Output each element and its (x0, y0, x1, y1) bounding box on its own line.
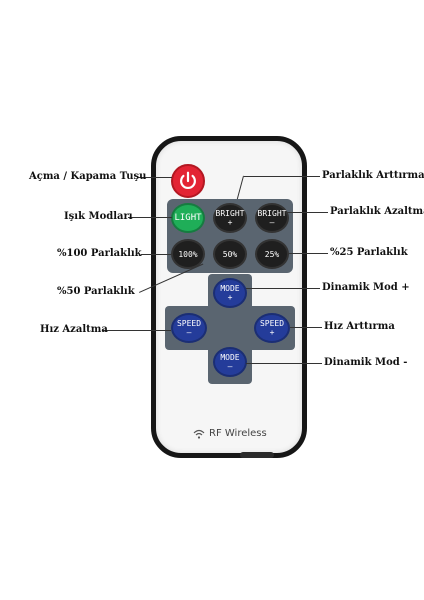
leader-line (246, 363, 322, 364)
bright-down-sign: – (269, 218, 275, 227)
label-mode-up: Dinamik Mod + (322, 282, 410, 293)
label-mode-down: Dinamik Mod - (324, 357, 408, 368)
bright-up-button[interactable]: BRIGHT + (213, 203, 247, 233)
label-brightness-50: %50 Parlaklık (57, 286, 135, 297)
rf-wireless-text: RF Wireless (209, 428, 267, 439)
label-light-modes: Işık Modları (64, 211, 133, 222)
rf-wireless-mark: RF Wireless (193, 428, 267, 439)
speed-down-sign: – (186, 328, 192, 337)
speed-up-label: SPEED (259, 319, 285, 328)
label-bright-up: Parlaklık Arttırma (322, 170, 424, 181)
light-button-label: LIGHT (174, 212, 202, 223)
wifi-icon (193, 429, 205, 439)
label-speed-up: Hız Arttırma (324, 321, 395, 332)
label-brightness-25: %25 Parlaklık (330, 247, 408, 258)
leader-line (138, 177, 172, 178)
leader-line (290, 327, 322, 328)
label-speed-down: Hız Azaltma (40, 324, 108, 335)
brightness-50-button[interactable]: 50% (213, 239, 247, 269)
leader-line (288, 253, 328, 254)
speed-up-button[interactable]: SPEED + (254, 313, 290, 343)
label-brightness-100: %100 Parlaklık (57, 248, 142, 259)
remote-notch (240, 452, 274, 458)
leader-line (103, 330, 171, 331)
leader-line (141, 254, 171, 255)
mode-up-button[interactable]: MODE + (213, 278, 247, 308)
label-bright-down: Parlaklık Azaltma (330, 206, 424, 217)
mode-down-label: MODE (220, 353, 240, 362)
bright-up-sign: + (227, 218, 233, 227)
light-button[interactable]: LIGHT (171, 203, 205, 233)
brightness-25-button[interactable]: 25% (255, 239, 289, 269)
bright-down-button[interactable]: BRIGHT – (255, 203, 289, 233)
speed-down-button[interactable]: SPEED – (171, 313, 207, 343)
brightness-25-label: 25% (264, 249, 280, 259)
leader-line (246, 288, 320, 289)
leader-line (286, 212, 328, 213)
brightness-50-label: 50% (222, 249, 238, 259)
mode-down-button[interactable]: MODE – (213, 347, 247, 377)
bright-down-label: BRIGHT (257, 209, 287, 218)
mode-up-sign: + (227, 293, 233, 302)
power-icon (180, 171, 196, 190)
label-power: Açma / Kapama Tuşu (29, 171, 147, 182)
brightness-100-label: 100% (178, 249, 198, 259)
bright-up-label: BRIGHT (215, 209, 245, 218)
mode-down-sign: – (227, 362, 233, 371)
speed-up-sign: + (269, 328, 275, 337)
leader-line (244, 176, 320, 177)
leader-line (128, 217, 172, 218)
speed-down-label: SPEED (176, 319, 202, 328)
brightness-100-button[interactable]: 100% (171, 239, 205, 269)
mode-up-label: MODE (220, 284, 240, 293)
power-button[interactable] (171, 164, 205, 198)
